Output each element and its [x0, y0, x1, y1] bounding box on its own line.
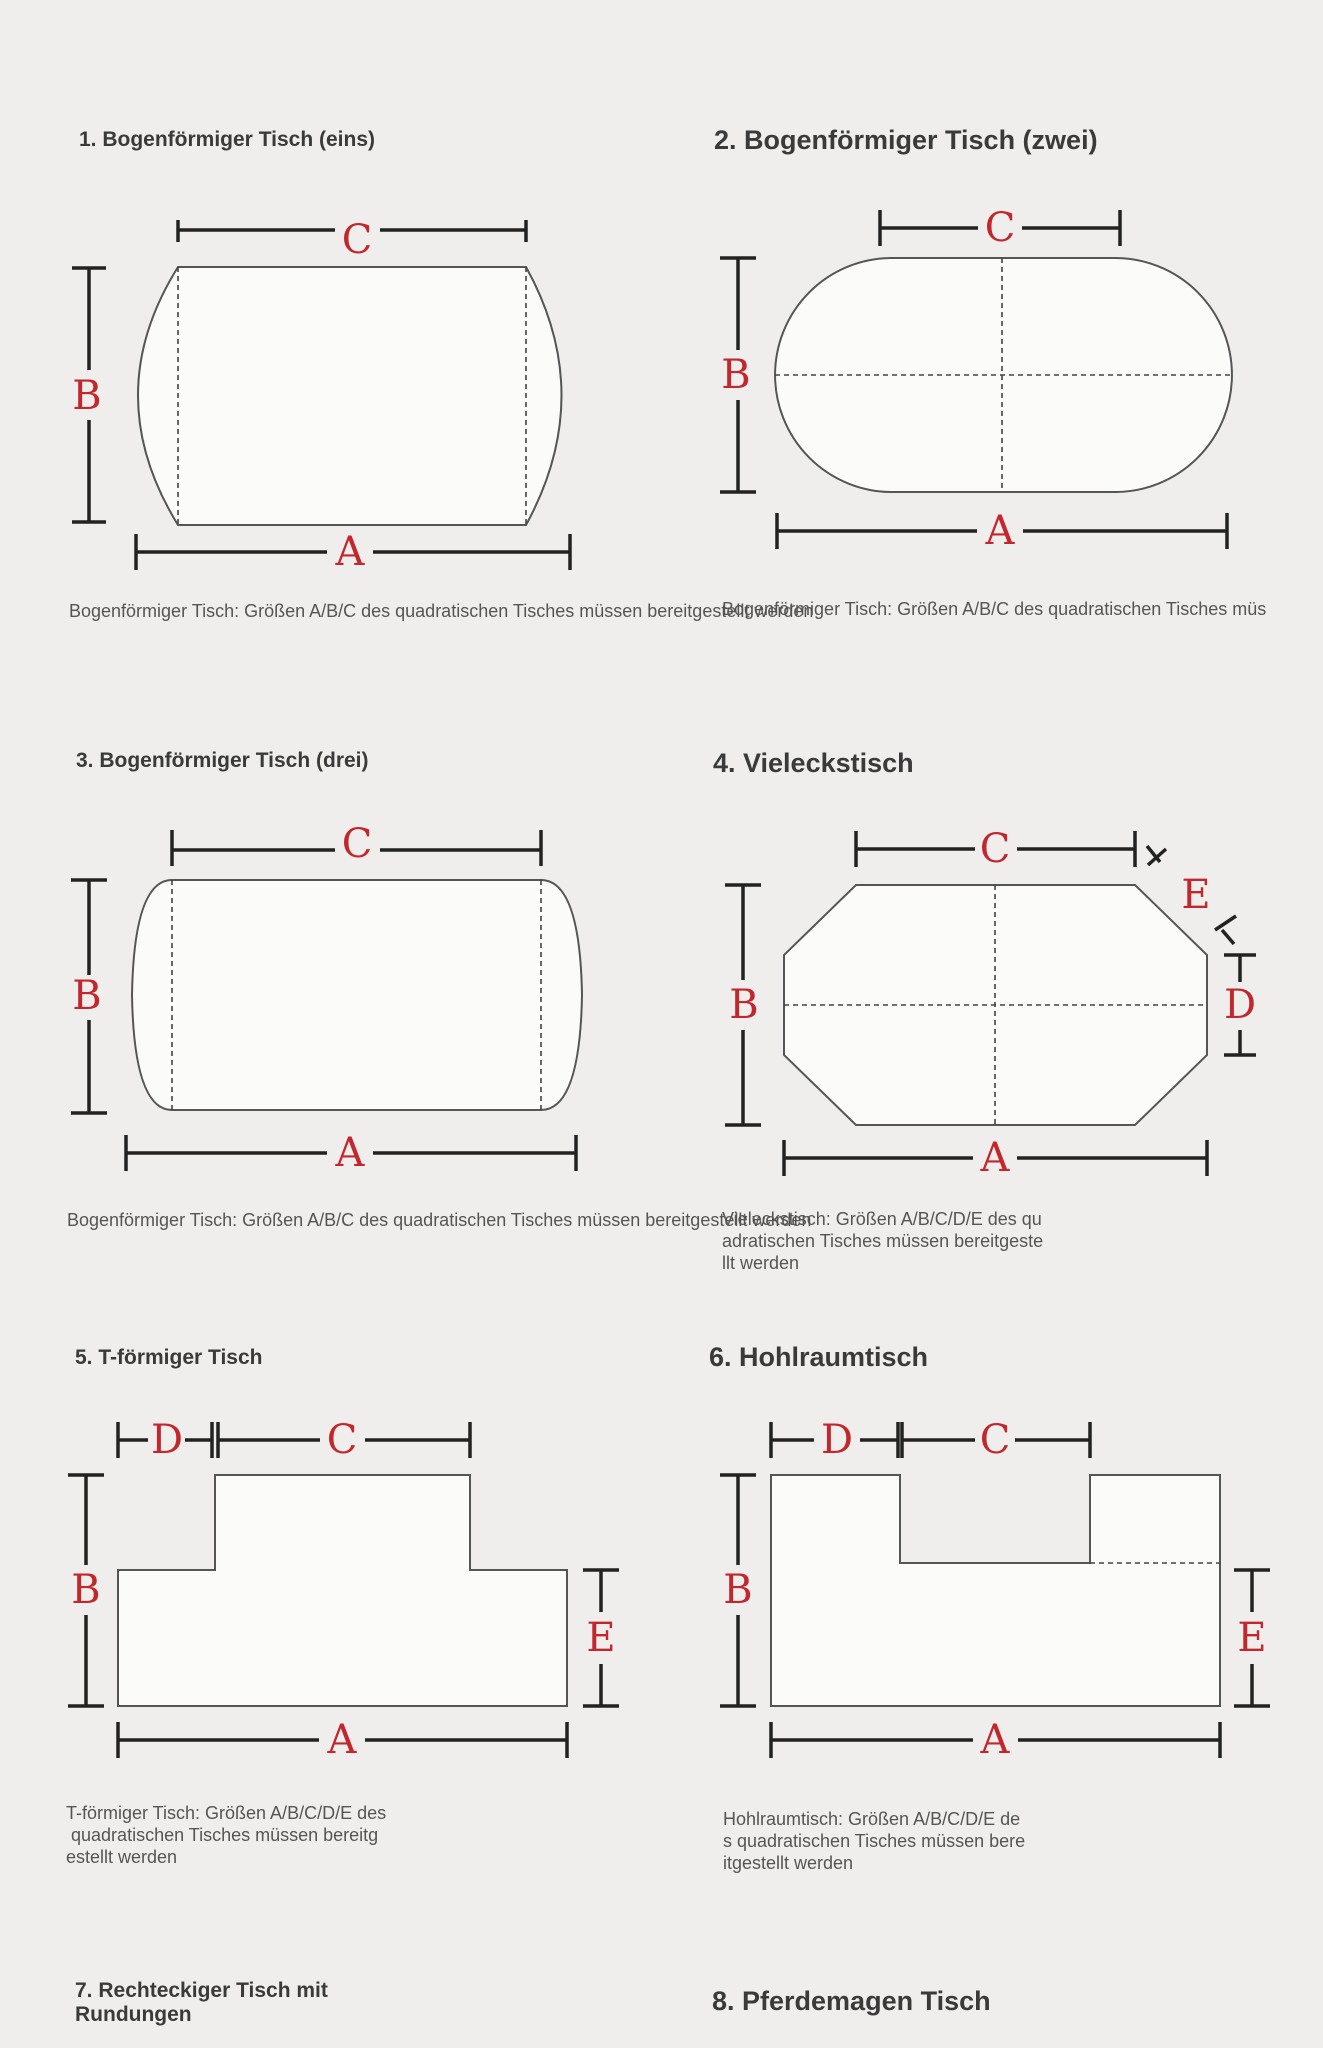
label-a: A [980, 1135, 1011, 1181]
dimension-c-line [900, 1422, 1092, 1458]
dimension-c-line [170, 830, 543, 866]
dimension-e-line [583, 1568, 619, 1708]
label-b: B [723, 1567, 752, 1613]
dimension-d-line [769, 1422, 900, 1458]
label-c: C [985, 205, 1016, 251]
table-6-shape [770, 1474, 1221, 1707]
section-3-title: 3. Bogenförmiger Tisch (drei) [76, 749, 369, 772]
dimension-b-line [71, 878, 107, 1115]
dimension-c-line [854, 831, 1137, 867]
label-b: B [729, 982, 758, 1028]
label-a: A [985, 508, 1016, 554]
label-b: B [721, 352, 750, 398]
table-5-diagram: D C B E A [68, 1417, 619, 1763]
dimension-c-line [878, 210, 1122, 246]
section-4-description: Vieleckstisch: Größen A/B/C/D/E des qu a… [722, 1209, 1044, 1273]
section-4-title: 4. Vieleckstisch [713, 748, 914, 778]
dimension-b-line [72, 266, 106, 524]
label-e: E [1237, 1615, 1266, 1661]
dimension-a-line [124, 1135, 578, 1171]
dimension-d-line [1224, 953, 1256, 1057]
section-5-title: 5. T-förmiger Tisch [75, 1346, 263, 1369]
label-d: D [1224, 982, 1256, 1028]
table-6-diagram: D C B E A [720, 1417, 1270, 1763]
label-b: B [72, 373, 101, 419]
section-3-description: Bogenförmiger Tisch: Größen A/B/C des qu… [67, 1210, 812, 1230]
label-c: C [342, 821, 373, 867]
section-6-description: Hohlraumtisch: Größen A/B/C/D/E de s qua… [723, 1809, 1026, 1873]
label-a: A [327, 1717, 358, 1763]
dimension-b-line [720, 1473, 756, 1708]
section-6-title: 6. Hohlraumtisch [709, 1342, 929, 1372]
label-e: E [1181, 872, 1210, 918]
label-b: B [72, 973, 101, 1019]
label-a: A [335, 1130, 366, 1176]
label-c: C [980, 1417, 1011, 1463]
label-c: C [980, 826, 1011, 872]
dimension-a-line [775, 513, 1229, 549]
dimension-a-line [782, 1140, 1209, 1176]
label-b: B [71, 1567, 100, 1613]
table-5-shape [117, 1474, 568, 1707]
dimension-a-line [134, 534, 572, 570]
section-1-title: 1. Bogenförmiger Tisch (eins) [79, 128, 375, 151]
dimension-e-line [1145, 844, 1237, 946]
dimension-b-line [68, 1473, 104, 1708]
dimension-e-line [1234, 1568, 1270, 1708]
dimension-a-line [769, 1722, 1222, 1758]
label-a: A [335, 529, 366, 575]
table-3-shape [130, 879, 584, 1111]
table-4-diagram: C E D B A [725, 826, 1256, 1181]
dimension-c-line [176, 220, 528, 242]
section-7-title: 7. Rechteckiger Tisch mit Rundungen [75, 1979, 328, 2026]
label-e: E [586, 1615, 615, 1661]
dimension-c-line [216, 1422, 472, 1458]
table-3-diagram: C B A [71, 821, 584, 1176]
table-2-diagram: C B A [720, 205, 1233, 554]
dimension-b-line [725, 883, 761, 1127]
label-a: A [980, 1717, 1011, 1763]
label-c: C [342, 217, 373, 263]
dimension-a-line [116, 1722, 569, 1758]
section-5-description: T-förmiger Tisch: Größen A/B/C/D/E des q… [66, 1803, 387, 1867]
table-1-shape [137, 266, 563, 526]
table-1-diagram: C B A [72, 217, 572, 575]
dimension-b-line [720, 256, 756, 494]
label-c: C [327, 1417, 358, 1463]
section-2-title: 2. Bogenförmiger Tisch (zwei) [714, 125, 1098, 155]
label-d: D [151, 1417, 183, 1463]
dimension-d-line [116, 1422, 214, 1458]
section-8-title: 8. Pferdemagen Tisch [712, 1986, 991, 2016]
section-1-description: Bogenförmiger Tisch: Größen A/B/C des qu… [69, 601, 814, 621]
label-d: D [821, 1417, 853, 1463]
section-2-description: Bogenförmiger Tisch: Größen A/B/C des qu… [722, 599, 1267, 619]
